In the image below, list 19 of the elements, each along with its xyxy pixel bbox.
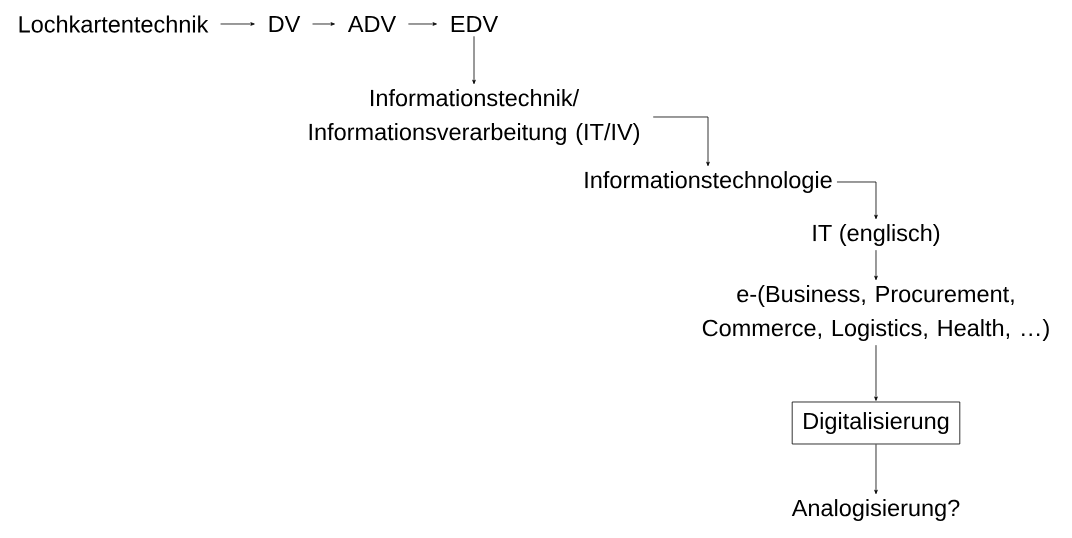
- arrow: [874, 444, 878, 495]
- arrow: [312, 22, 335, 26]
- arrow: [220, 22, 255, 26]
- arrow: [836, 181, 878, 220]
- term-text: IT (englisch): [813, 224, 940, 246]
- arrow: [874, 249, 878, 281]
- term-text: DV: [269, 15, 301, 33]
- term-text: Lochkartentechnik: [19, 15, 209, 33]
- term-text: Analogisierung?: [791, 499, 960, 521]
- arrow: [874, 344, 878, 401]
- arrow: [407, 22, 437, 26]
- arrow: [652, 116, 710, 167]
- term-text: ADV: [347, 15, 397, 33]
- term-text: EDV: [451, 15, 499, 33]
- term-text: e-(Business, Procurement, Commerce, Logistics, Health, …): [702, 285, 1049, 341]
- arrow: [472, 35, 476, 85]
- term-text: Informationstechnik/ Informationsverarbeitung (IT/IV): [309, 89, 640, 145]
- process-box: Digitalisierung: [791, 401, 961, 445]
- term-text: Informationstechnologie: [585, 171, 832, 193]
